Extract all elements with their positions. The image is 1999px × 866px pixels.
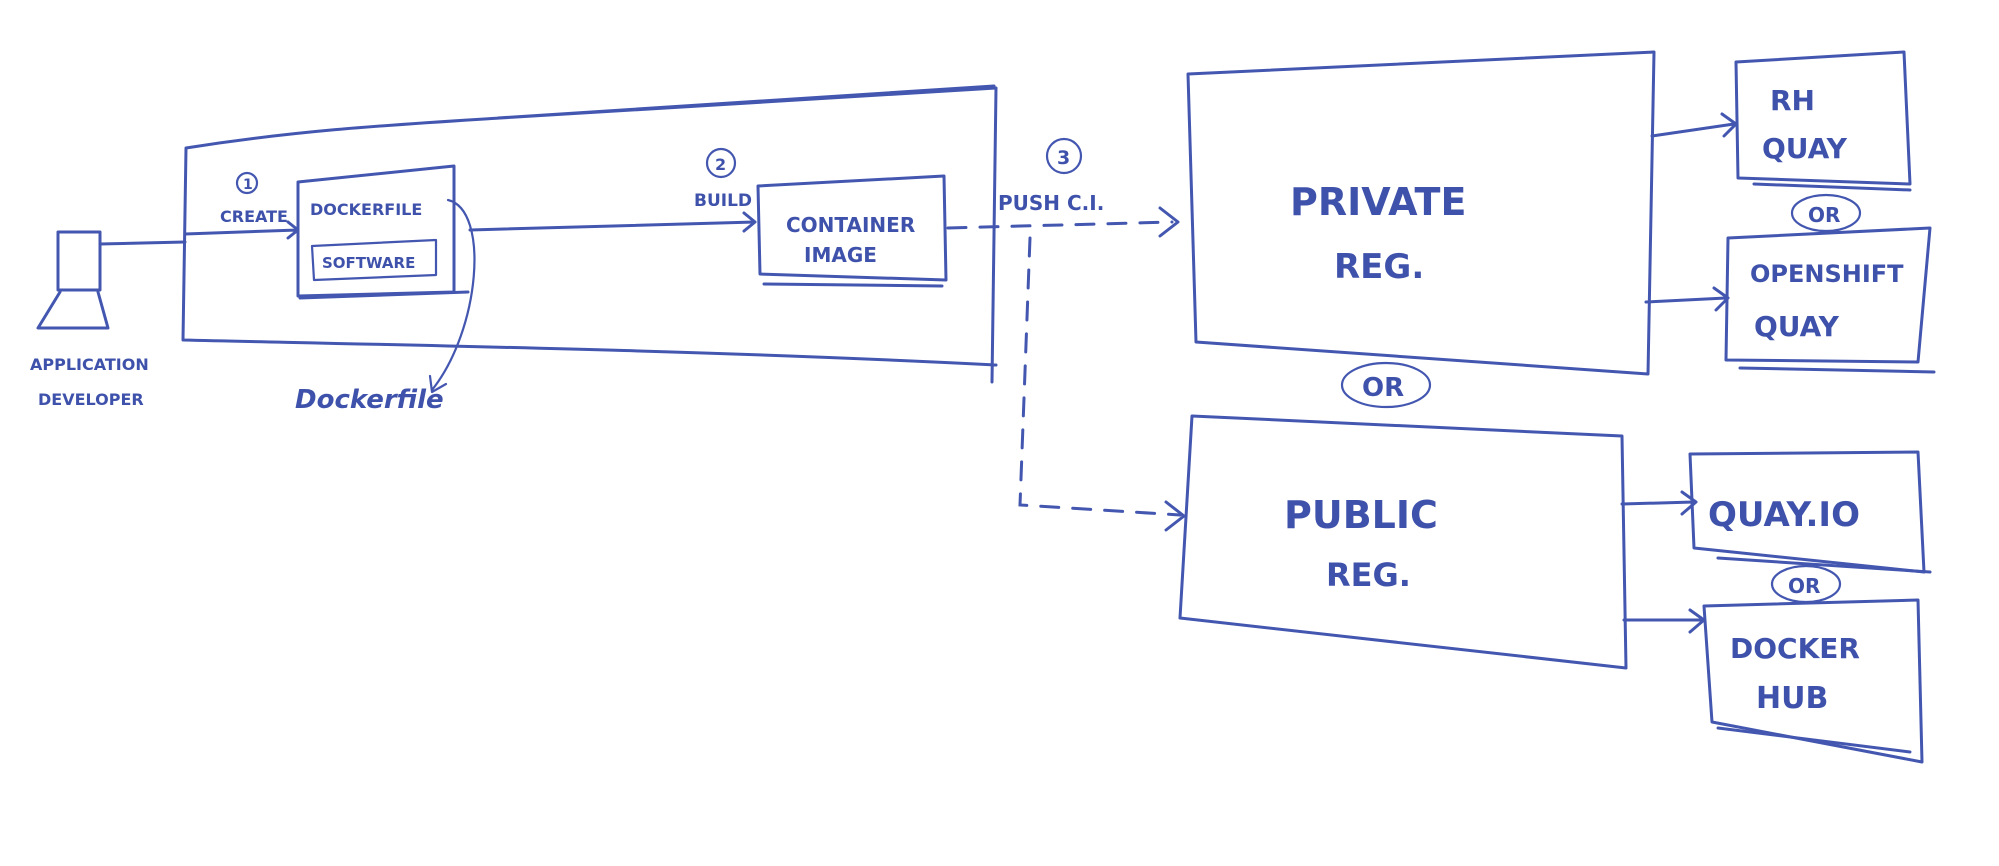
step2-label: BUILD [694, 191, 752, 211]
docker-hub-box [1702, 598, 1924, 764]
svg-text:2: 2 [715, 155, 726, 174]
dockerfile-title: DOCKERFILE [310, 200, 422, 219]
container-image-box [756, 174, 948, 288]
docker-hub-line1: DOCKER [1730, 632, 1860, 665]
step1-marker: 1 [235, 171, 259, 195]
svg-text:3: 3 [1057, 147, 1070, 169]
developer-label-line1: APPLICATION [30, 355, 149, 374]
private-registry-line2: REG. [1334, 247, 1424, 287]
process-frame [181, 84, 998, 384]
container-image-line2: IMAGE [804, 243, 877, 267]
container-image-line1: CONTAINER [786, 213, 915, 237]
dockerfile-note-arrow [428, 198, 476, 394]
rh-quay-box [1734, 50, 1912, 192]
dockerfile-inner-software: SOFTWARE [322, 254, 415, 272]
arrow-to-openshift-quay [1644, 286, 1730, 312]
dockerfile-box [296, 164, 470, 300]
rh-quay-line1: RH [1770, 84, 1815, 117]
step1-label: CREATE [220, 207, 288, 226]
push-private-arrow [946, 220, 1174, 230]
step3-label: PUSH C.I. [998, 191, 1104, 215]
push-public-dashed-line [1018, 236, 1182, 517]
arrow-to-quay-io [1620, 490, 1698, 516]
step2-marker: 2 [705, 147, 737, 179]
public-registry-line1: PUBLIC [1284, 493, 1438, 537]
step3-marker: 3 [1045, 137, 1083, 175]
arrow-to-docker-hub [1622, 608, 1706, 634]
or-private-options-label: OR [1808, 203, 1840, 227]
openshift-quay-box [1724, 226, 1936, 374]
public-registry-line2: REG. [1326, 556, 1411, 594]
public-registry-box [1178, 414, 1628, 670]
svg-text:1: 1 [243, 177, 253, 193]
private-registry-box [1186, 50, 1656, 376]
build-arrow [468, 211, 757, 233]
developer-label-line2: DEVELOPER [38, 390, 144, 409]
or-public-options-label: OR [1788, 574, 1820, 598]
private-registry-line1: PRIVATE [1290, 180, 1466, 224]
or-registries-label: OR [1362, 373, 1404, 403]
dockerfile-note: Dockerfile [295, 385, 444, 415]
quay-io-box [1688, 450, 1932, 574]
docker-hub-line2: HUB [1756, 681, 1828, 716]
rh-quay-line2: QUAY [1762, 132, 1848, 165]
developer-figure-icon [36, 230, 187, 330]
or-registries-ellipse [1340, 361, 1432, 409]
quay-io-label: QUAY.IO [1708, 495, 1860, 535]
or-private-options-ellipse [1790, 193, 1862, 233]
openshift-quay-line1: OPENSHIFT [1750, 260, 1904, 288]
openshift-quay-line2: QUAY [1754, 310, 1840, 343]
arrow-to-rh-quay [1650, 112, 1738, 138]
